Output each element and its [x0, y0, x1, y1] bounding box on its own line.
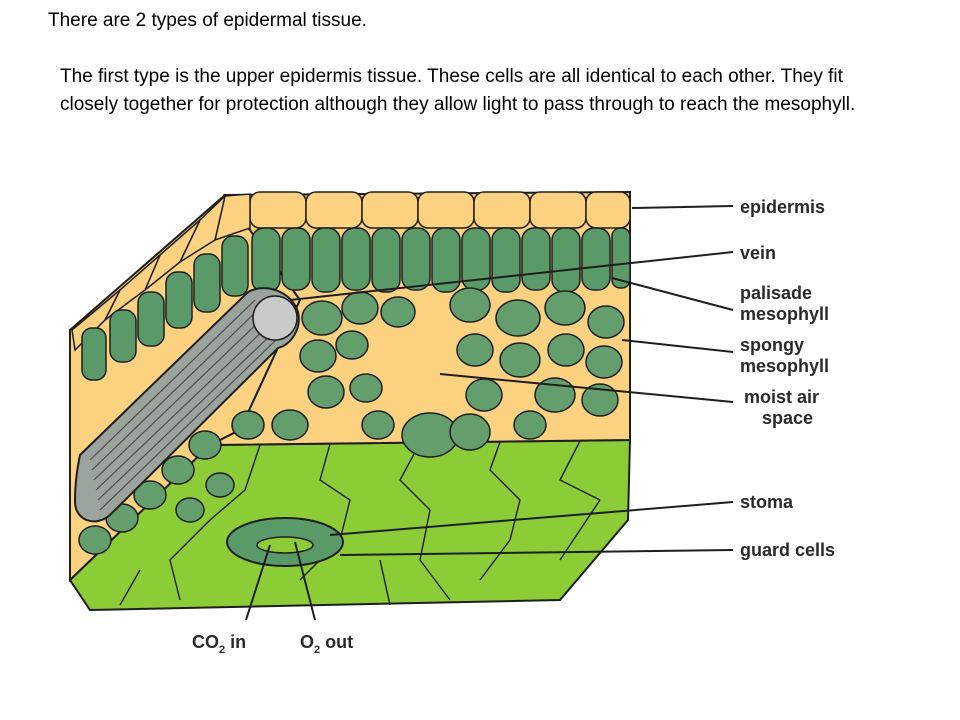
- label-epidermis: epidermis: [740, 197, 825, 217]
- label-moist-air: moist air: [744, 387, 819, 407]
- intro-paragraph: The first type is the upper epidermis ti…: [60, 66, 856, 115]
- vein: [73, 287, 300, 523]
- label-vein: vein: [740, 243, 776, 263]
- upper-epidermis-cells: [71, 191, 631, 352]
- label-space: space: [762, 408, 813, 428]
- heading: There are 2 types of epidermal tissue.: [48, 10, 367, 31]
- label-co2-in: CO2 in: [192, 632, 246, 656]
- label-o2-out: O2 out: [300, 632, 353, 656]
- label-guard-cells: guard cells: [740, 540, 835, 560]
- stoma-guard-cells: [226, 517, 344, 567]
- spongy-mesophyll-cells: [78, 287, 625, 555]
- palisade-mesophyll-cells: [81, 227, 631, 381]
- label-spongy-mesophyll: mesophyll: [740, 356, 829, 376]
- diagram-labels: epidermis vein palisade mesophyll spongy…: [192, 197, 835, 656]
- label-palisade-mesophyll: mesophyll: [740, 304, 829, 324]
- label-stoma: stoma: [740, 492, 794, 512]
- leader-lines: [245, 205, 734, 621]
- label-spongy: spongy: [740, 335, 804, 355]
- label-palisade: palisade: [740, 283, 812, 303]
